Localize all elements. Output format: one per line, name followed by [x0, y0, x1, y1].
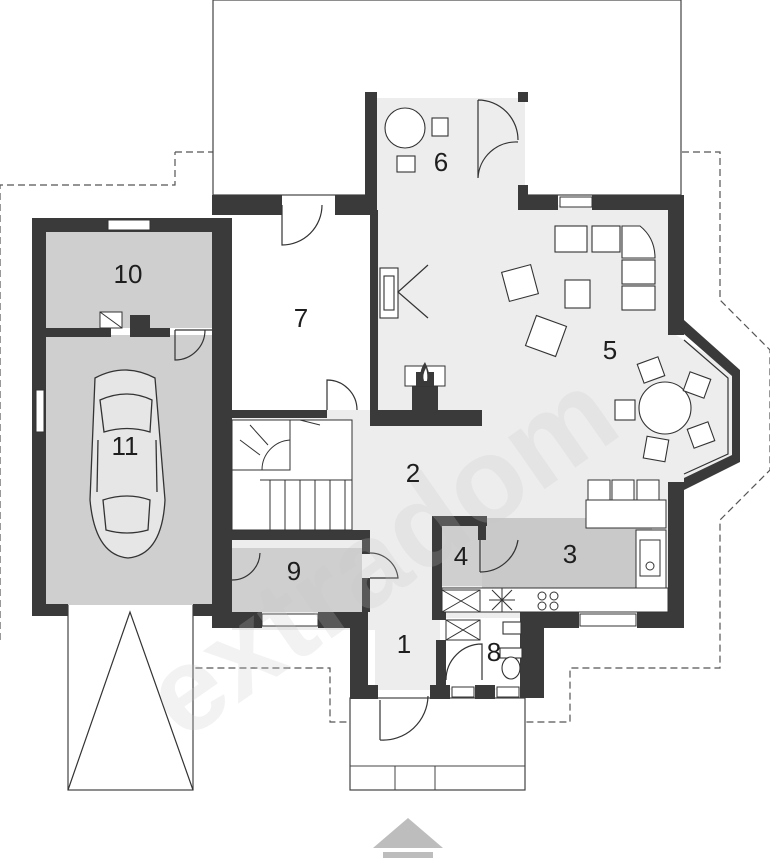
sink-icon	[639, 539, 661, 577]
entrance-arrow-icon	[373, 818, 443, 858]
roof-outline	[0, 151, 770, 723]
room-label-6: 6	[434, 147, 448, 177]
bay-window	[683, 320, 740, 490]
living-room-furniture	[500, 225, 716, 463]
windows	[35, 196, 637, 698]
room-6-furniture	[384, 107, 449, 173]
room-label-1: 1	[397, 629, 411, 659]
room-label-10: 10	[114, 259, 143, 289]
tv-unit	[379, 264, 429, 319]
room-4-shelves	[441, 589, 481, 641]
room-label-5: 5	[603, 335, 617, 365]
entrance-steps	[349, 697, 526, 791]
room-label-4: 4	[454, 541, 468, 571]
toilet-icon	[499, 621, 523, 680]
fridge-icon	[489, 588, 515, 612]
car-icon	[89, 369, 166, 559]
stairs	[231, 419, 353, 531]
room-label-9: 9	[287, 556, 301, 586]
stove-icon	[537, 591, 559, 611]
room-label-3: 3	[563, 539, 577, 569]
room-label-2: 2	[406, 458, 420, 488]
room-label-8: 8	[487, 637, 501, 667]
fireplace-icon	[404, 362, 446, 387]
room-label-7: 7	[294, 303, 308, 333]
doors	[174, 99, 519, 741]
driveway	[67, 603, 194, 791]
room-label-11: 11	[112, 431, 139, 461]
kitchen-furniture	[441, 479, 669, 641]
